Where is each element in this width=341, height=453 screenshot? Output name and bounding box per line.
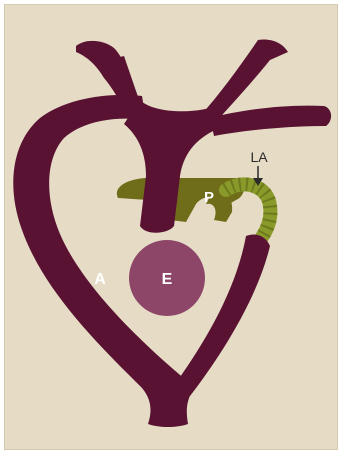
label-pulmonary: P xyxy=(204,189,214,206)
aortic-vessels xyxy=(13,40,331,428)
label-ligamentum: LA xyxy=(250,149,268,165)
label-esophagus: E xyxy=(162,271,173,288)
label-aorta: A xyxy=(94,271,106,288)
ligamentum-arteriosum xyxy=(226,184,270,240)
